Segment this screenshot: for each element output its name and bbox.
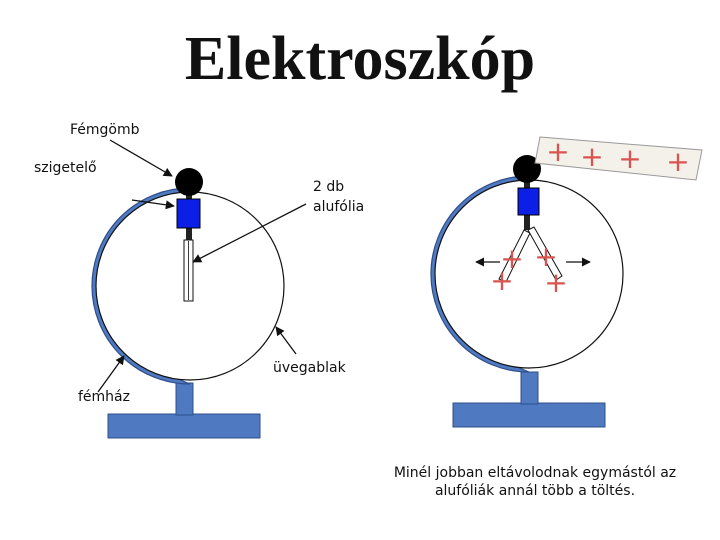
- left-metal-sphere: [175, 168, 203, 196]
- left-stand-base: [107, 413, 261, 439]
- right-electroscope: [430, 155, 624, 428]
- right-metal-sphere: [513, 155, 541, 183]
- left-rod-lower: [186, 227, 192, 241]
- arrow-to-sphere: [109, 139, 173, 177]
- right-stand: [452, 371, 606, 428]
- right-insulator: [517, 187, 540, 216]
- arrow-to-foil: [192, 203, 307, 263]
- label-metal-sphere: Fémgömb: [70, 122, 140, 138]
- right-foil-left: [498, 229, 531, 283]
- label-foil-line2: alufólia: [313, 199, 365, 215]
- label-foil-line1: 2 db: [313, 179, 345, 195]
- label-insulator: szigetelő: [34, 160, 97, 176]
- explanation-note: Minél jobban eltávolodnak egymástól az a…: [370, 465, 700, 500]
- charged-rod: [534, 136, 703, 181]
- note-line-1: Minél jobban eltávolodnak egymástól az: [393, 465, 677, 481]
- pointer-arrows: [97, 139, 307, 393]
- foil-charge: +: [534, 240, 557, 273]
- arrow-to-case: [97, 355, 125, 393]
- left-stand: [107, 382, 261, 439]
- foil-charge: +: [544, 266, 567, 299]
- label-metal-case: fémház: [78, 389, 130, 405]
- charge-signs: + + + + + + + +: [490, 135, 689, 299]
- right-stand-post: [520, 371, 539, 405]
- note-line-2: alufóliák annál több a töltés.: [434, 482, 636, 499]
- rod-charge: +: [618, 142, 641, 175]
- slide-title: Elektroszkóp: [184, 25, 536, 93]
- right-rod-lower: [524, 214, 530, 230]
- foil-charge: +: [490, 264, 513, 297]
- left-insulator: [176, 198, 201, 229]
- rod-charge: +: [666, 145, 689, 178]
- arrow-to-insulator: [131, 199, 175, 210]
- right-stand-base: [452, 402, 606, 428]
- rod-charge: +: [580, 140, 603, 173]
- foil-charge: +: [500, 242, 523, 275]
- left-stand-post: [175, 382, 194, 416]
- right-foil-right: [527, 226, 563, 281]
- label-glass-window: üvegablak: [273, 360, 346, 376]
- rod-charge: +: [546, 135, 569, 168]
- arrow-to-window: [275, 326, 297, 355]
